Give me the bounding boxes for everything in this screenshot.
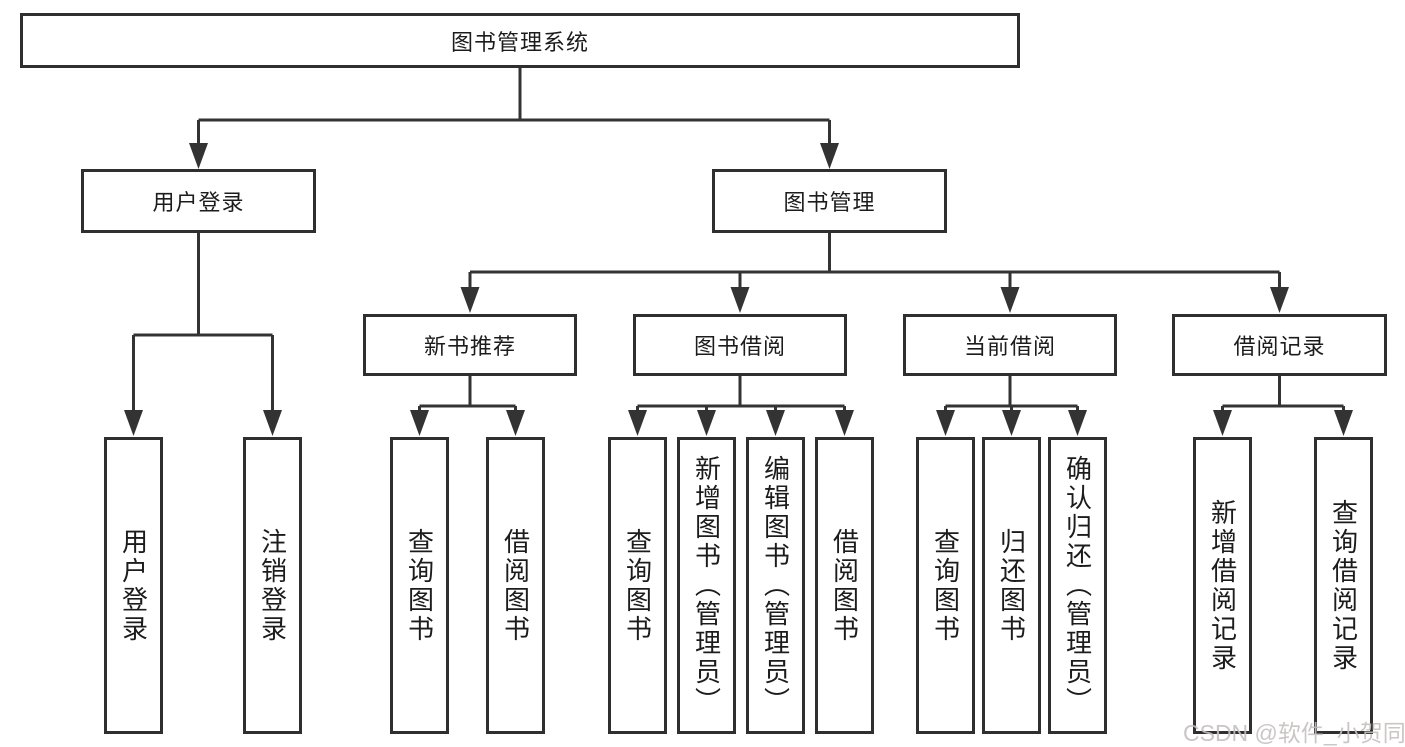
node-book-management-branch: 图书管理	[712, 169, 947, 233]
node-new-book-recommend: 新书推荐	[363, 314, 577, 376]
node-leaf-borrow-edit-admin: 编辑图书（管理员）	[746, 437, 805, 734]
node-book-borrow: 图书借阅	[633, 314, 847, 376]
node-leaf-records-query: 查询借阅记录	[1314, 437, 1373, 734]
node-root-system: 图书管理系统	[20, 13, 1020, 68]
node-leaf-user-login: 用户登录	[104, 437, 163, 734]
node-user-login-branch: 用户登录	[81, 169, 316, 233]
node-leaf-current-query: 查询图书	[916, 437, 975, 734]
node-leaf-borrow-borrow: 借阅图书	[815, 437, 874, 734]
node-leaf-records-add: 新增借阅记录	[1193, 437, 1252, 734]
node-leaf-borrow-query: 查询图书	[608, 437, 667, 734]
node-current-borrow: 当前借阅	[903, 314, 1117, 376]
node-leaf-logout: 注销登录	[243, 437, 302, 734]
node-leaf-borrow-add-admin: 新增图书（管理员）	[677, 437, 736, 734]
node-leaf-current-return: 归还图书	[982, 437, 1041, 734]
node-borrow-records: 借阅记录	[1172, 314, 1387, 376]
node-leaf-newbook-borrow: 借阅图书	[486, 437, 545, 734]
node-leaf-newbook-query: 查询图书	[390, 437, 449, 734]
node-leaf-current-confirm-admin: 确认归还（管理员）	[1048, 437, 1107, 734]
csdn-watermark: CSDN @软件_小贺同学	[1183, 720, 1405, 746]
